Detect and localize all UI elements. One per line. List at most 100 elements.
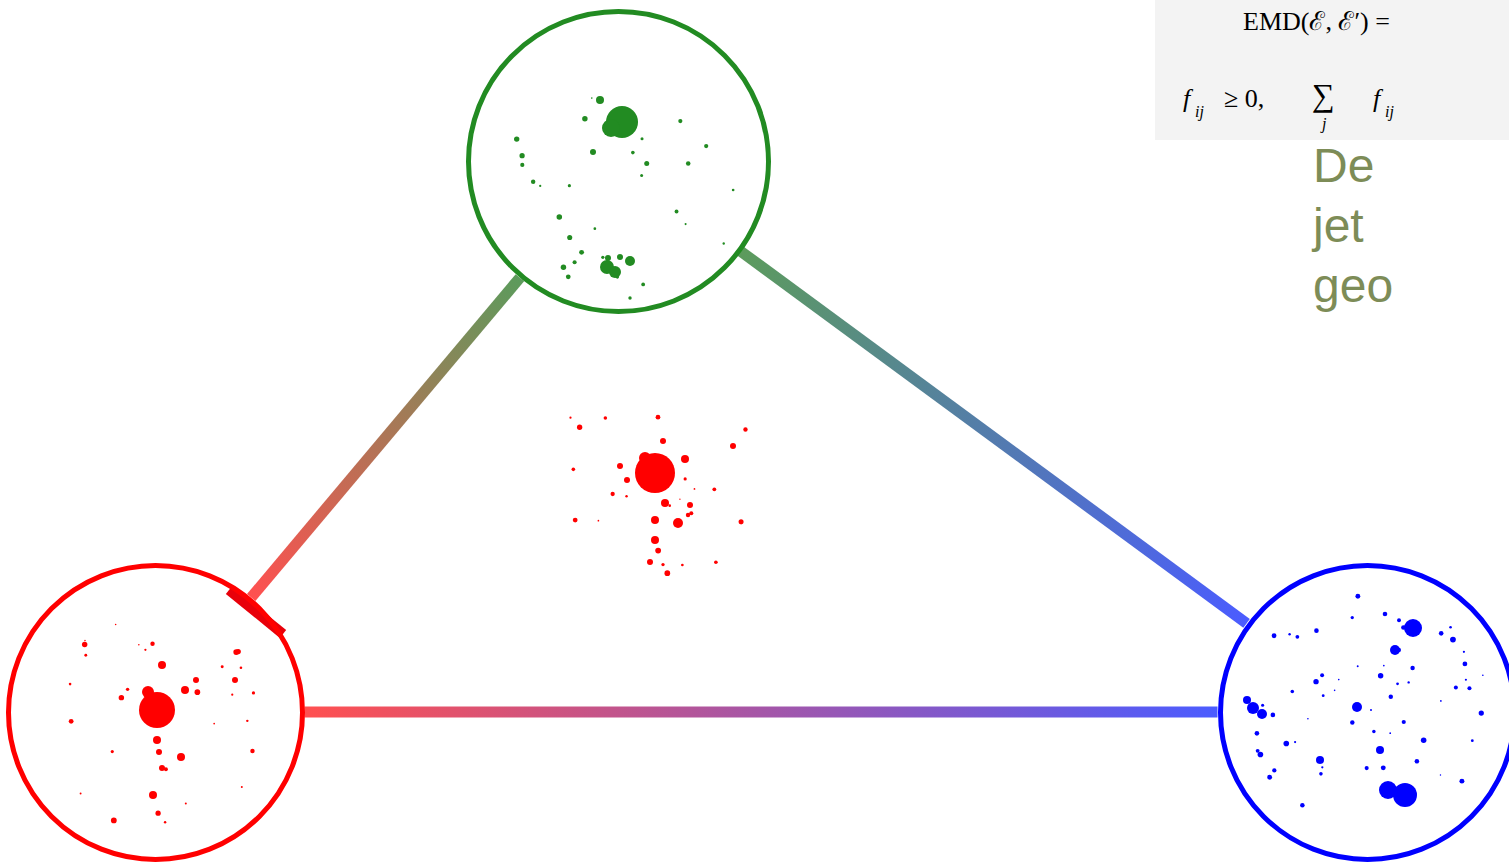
particle-dot <box>694 488 696 490</box>
circle-border <box>8 565 302 859</box>
particle-dot <box>1440 700 1442 702</box>
formula-text: ≥ 0, <box>1224 85 1264 114</box>
particle-dot <box>221 665 224 668</box>
particle-dot <box>1396 682 1399 685</box>
particle-dot <box>567 235 572 240</box>
particle-dot <box>1471 739 1474 742</box>
particle-dot <box>1463 662 1468 667</box>
particle-dot <box>155 811 160 816</box>
particle-dot <box>1320 673 1324 677</box>
particle-dot <box>601 256 604 259</box>
particle-dot <box>684 477 687 480</box>
particle-dot <box>1389 695 1393 699</box>
particle-dot <box>686 161 691 166</box>
particle-dot <box>644 161 649 166</box>
particle-dot <box>232 677 238 683</box>
particle-dot <box>1381 765 1386 770</box>
particle-dot <box>144 649 146 651</box>
particle-dot <box>656 415 661 420</box>
distance-edge <box>305 707 1218 718</box>
particle-dot <box>84 654 87 657</box>
particle-dot <box>1459 779 1464 784</box>
particle-dot <box>617 463 623 469</box>
particle-dot <box>520 163 524 167</box>
particle-dot <box>739 519 744 524</box>
particle-dot <box>596 96 604 104</box>
formula-text: EMD(ℰ, ℰ′) = <box>1243 8 1390 37</box>
particle-dot <box>617 254 623 260</box>
particle-dot <box>158 661 166 669</box>
particle-dot <box>1316 756 1324 764</box>
particle-dot <box>582 116 587 121</box>
particle-dot <box>568 184 571 187</box>
particle-dot <box>1370 709 1372 711</box>
particle-dot <box>1365 766 1369 770</box>
particle-dot <box>1415 759 1420 764</box>
slide-text: geo <box>1313 260 1393 313</box>
particle-dot <box>246 720 248 722</box>
particle-dot <box>1404 619 1422 637</box>
jet-circle <box>1218 563 1509 862</box>
particle-dot <box>177 753 185 761</box>
jet-circle <box>6 563 305 862</box>
particle-dot <box>712 487 716 491</box>
particle-dot <box>573 260 577 264</box>
particle-dot <box>164 767 168 771</box>
particle-dot <box>624 477 630 483</box>
particle-dot <box>1355 594 1360 599</box>
particle-dot <box>82 642 87 647</box>
particle-dot <box>1314 628 1319 633</box>
distance-edge <box>741 251 1247 623</box>
particle-dot <box>1283 741 1289 747</box>
particle-dot <box>1397 618 1401 622</box>
particle-dot <box>1272 768 1276 772</box>
particle-dot <box>1334 690 1336 692</box>
particle-dot <box>1467 686 1471 690</box>
particle-dot <box>240 666 243 669</box>
particle-dot <box>1351 616 1354 619</box>
jet-circle <box>466 9 771 314</box>
particle-dot <box>233 649 239 655</box>
particle-dot <box>730 443 736 449</box>
particle-dot <box>1300 803 1305 808</box>
particle-dot <box>664 570 670 576</box>
particle-dot <box>149 791 157 799</box>
formula-subscript: j <box>1322 115 1326 133</box>
particle-dot <box>1322 694 1325 697</box>
particle-dot <box>1261 704 1264 707</box>
particle-dot <box>598 520 600 522</box>
particle-dot <box>69 719 74 724</box>
particle-dot <box>1255 731 1260 736</box>
particle-dot <box>153 736 161 744</box>
particle-dot <box>1288 633 1290 635</box>
formula-symbol: f <box>1373 85 1380 114</box>
particle-dot <box>661 563 664 566</box>
particle-dot <box>1321 766 1323 768</box>
particle-dot <box>1338 679 1340 681</box>
particle-dot <box>670 473 675 478</box>
particle-dot <box>195 689 201 695</box>
marker-tick <box>229 590 283 634</box>
particle-dot <box>625 495 627 497</box>
particle-dot <box>743 427 747 431</box>
particle-dot <box>1376 746 1384 754</box>
particle-dot <box>80 793 82 795</box>
particle-dot <box>1256 749 1260 753</box>
particle-dot <box>704 144 708 148</box>
particle-dot <box>1465 679 1467 681</box>
particle-dot <box>1410 666 1414 670</box>
particle-dot <box>531 180 535 184</box>
particle-dot <box>616 276 619 279</box>
particle-dot <box>639 452 651 464</box>
particle-dot <box>566 274 571 279</box>
particle-dot <box>714 560 718 564</box>
particle-dot <box>732 189 735 192</box>
circle-border <box>1220 565 1509 859</box>
particle-dot <box>159 765 165 771</box>
circle-outline <box>1218 563 1509 862</box>
particle-dot <box>1247 702 1259 714</box>
particle-dot <box>604 416 608 420</box>
formula-subscript: ij <box>1385 103 1394 121</box>
particle-dot <box>156 749 162 755</box>
